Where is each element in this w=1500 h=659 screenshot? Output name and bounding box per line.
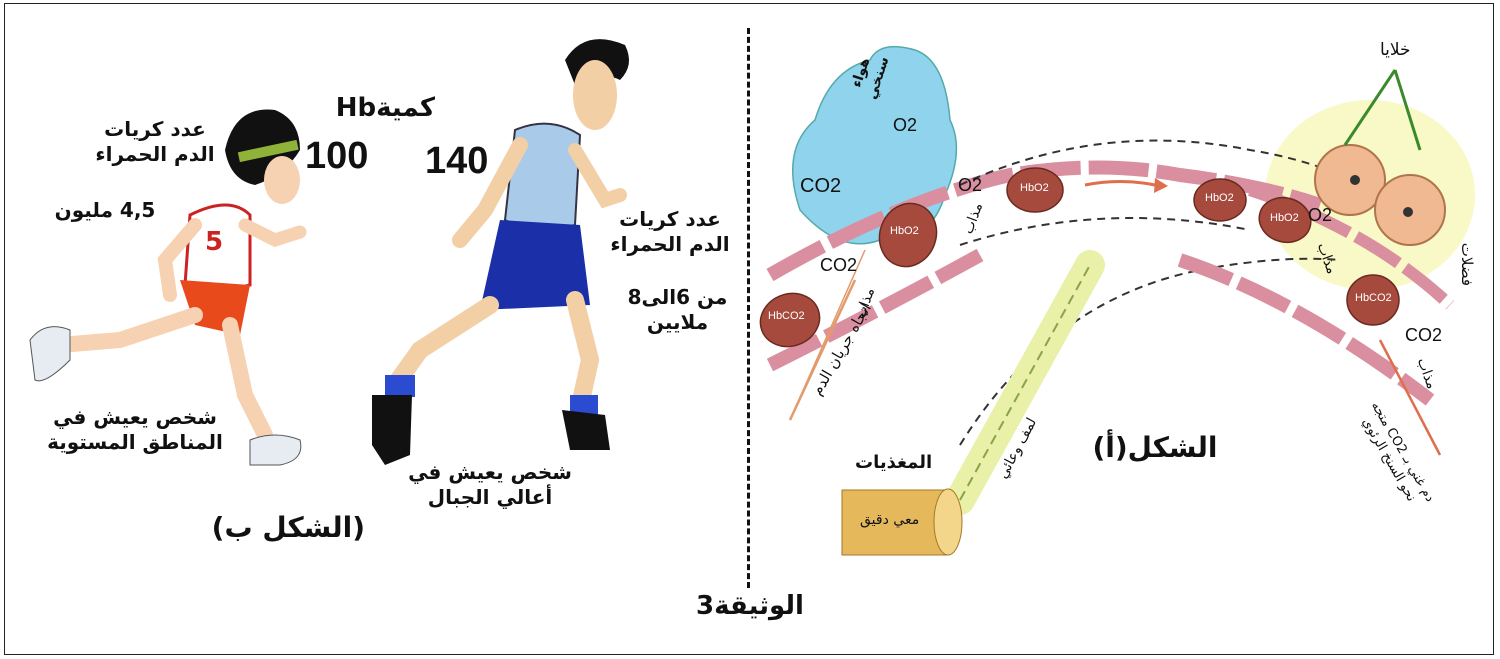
cloud-o2: O2 xyxy=(893,115,917,136)
nutrients-label: المغذيات xyxy=(855,452,932,475)
small-intestine-label: معي دقيق xyxy=(860,512,919,530)
rbc-hbco2-left: HbCO2 xyxy=(768,310,805,322)
cells-label: خلايا xyxy=(1380,40,1411,61)
figure-a-caption: الشكل(أ) xyxy=(1090,430,1220,465)
rbc-hbo2-left: HbO2 xyxy=(890,225,919,237)
cloud-co2: CO2 xyxy=(800,175,841,198)
dissolved-co2-right: CO2 xyxy=(1405,325,1442,346)
document-title: الوثيقة3 xyxy=(680,590,820,623)
rbc-hbo2-right2: HbO2 xyxy=(1270,212,1299,224)
waste-label: فضلات xyxy=(1457,243,1476,286)
gas-exchange-diagram xyxy=(0,0,1500,600)
rbc-hbco2-right: HbCO2 xyxy=(1355,292,1392,304)
rbc-hbo2-right1: HbO2 xyxy=(1205,192,1234,204)
dissolved-o2-right: O2 xyxy=(1308,205,1332,226)
dissolved-co2-left: CO2 xyxy=(820,255,857,276)
rbc-hbo2-mid: HbO2 xyxy=(1020,182,1049,194)
dissolved-o2-left: O2 xyxy=(958,175,982,196)
